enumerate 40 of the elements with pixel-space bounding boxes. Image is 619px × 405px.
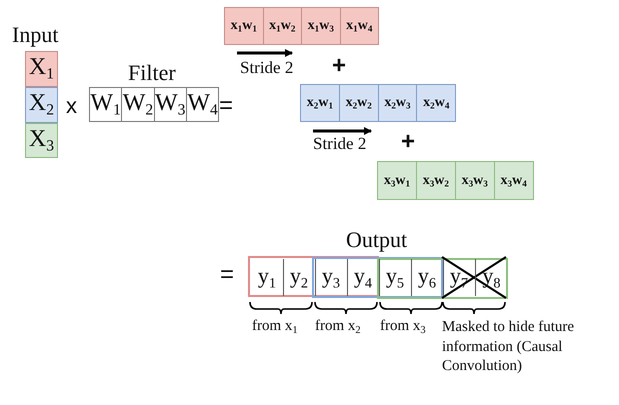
product-cell: x$_{2}$w$_{1}$ [300, 84, 340, 122]
operator-sign: = [219, 92, 234, 120]
output-cell: y$_{6}$ [411, 259, 444, 296]
output-cell: y$_{3}$ [315, 259, 348, 296]
stride-label: Stride 2 [313, 134, 366, 154]
product-cell: x$_{2}$w$_{3}$ [378, 84, 418, 122]
output-cell: y$_{4}$ [347, 259, 380, 296]
brace-label: from x$_{1}$ [252, 318, 298, 336]
note-text: Masked to hide future information (Causal Convolution) [442, 318, 576, 376]
heading: Input [12, 22, 58, 48]
heading: Filter [128, 60, 176, 86]
matrix-cell: W$_{2}$ [121, 87, 155, 122]
operator-sign: = [220, 261, 234, 289]
product-cell: x$_{2}$w$_{2}$ [338, 84, 379, 122]
brace-label: from x$_{2}$ [315, 318, 361, 336]
output-cell: y$_{2}$ [283, 259, 316, 296]
brace-label: from x$_{3}$ [380, 318, 426, 336]
operator-sign: x [66, 93, 77, 119]
output-cell: y$_{8}$ [475, 259, 508, 296]
product-cell: x$_{3}$w$_{2}$ [416, 161, 456, 200]
matrix-cell: W$_{1}$ [89, 87, 122, 122]
product-cell: x$_{1}$w$_{1}$ [224, 7, 264, 45]
product-cell: x$_{2}$w$_{4}$ [416, 84, 456, 122]
heading: Output [346, 227, 408, 253]
matrix-cell: X$_{3}$ [25, 123, 58, 158]
product-cell: x$_{1}$w$_{2}$ [262, 7, 302, 45]
stride-label: Stride 2 [240, 58, 294, 78]
output-cell: y$_{1}$ [251, 259, 284, 296]
operator-sign: + [401, 128, 416, 156]
output-cell: y$_{5}$ [379, 259, 412, 296]
product-cell: x$_{3}$w$_{3}$ [454, 161, 495, 200]
product-cell: x$_{3}$w$_{1}$ [377, 161, 417, 200]
matrix-cell: W$_{3}$ [154, 87, 187, 122]
matrix-cell: X$_{2}$ [25, 87, 58, 123]
product-cell: x$_{3}$w$_{4}$ [494, 161, 534, 200]
product-cell: x$_{1}$w$_{4}$ [340, 7, 379, 45]
operator-sign: + [332, 52, 346, 80]
matrix-cell: X$_{1}$ [25, 51, 58, 87]
matrix-cell: W$_{4}$ [186, 87, 220, 122]
product-cell: x$_{1}$w$_{3}$ [301, 7, 340, 45]
